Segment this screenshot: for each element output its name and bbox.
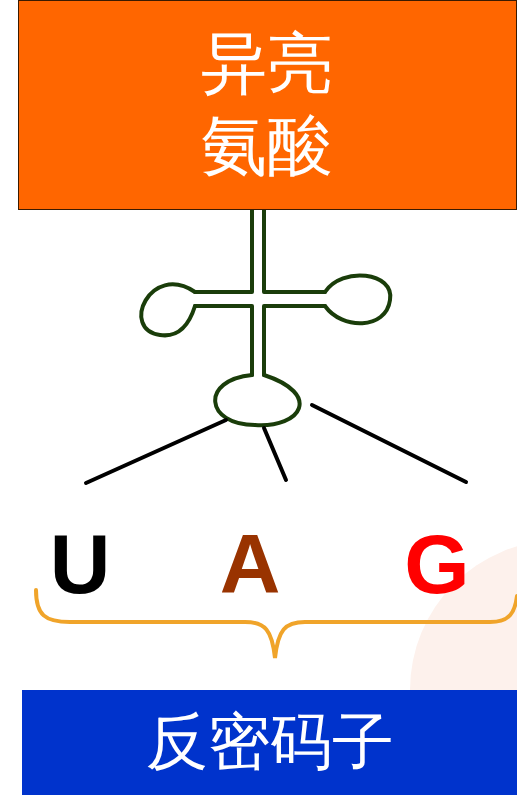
node-text: 异亮 氨酸 — [192, 23, 344, 188]
anticodon-base: A — [220, 522, 281, 606]
trna-cloverleaf — [141, 210, 390, 425]
node-text: 反密码子 — [146, 705, 394, 779]
amino-acid-box: 异亮 氨酸 — [18, 0, 517, 210]
anticodon-box: 反密码子 — [22, 690, 517, 795]
anticodon-leader — [86, 405, 466, 483]
anticodon-base: G — [404, 522, 469, 606]
anticodon-base: U — [50, 522, 111, 606]
